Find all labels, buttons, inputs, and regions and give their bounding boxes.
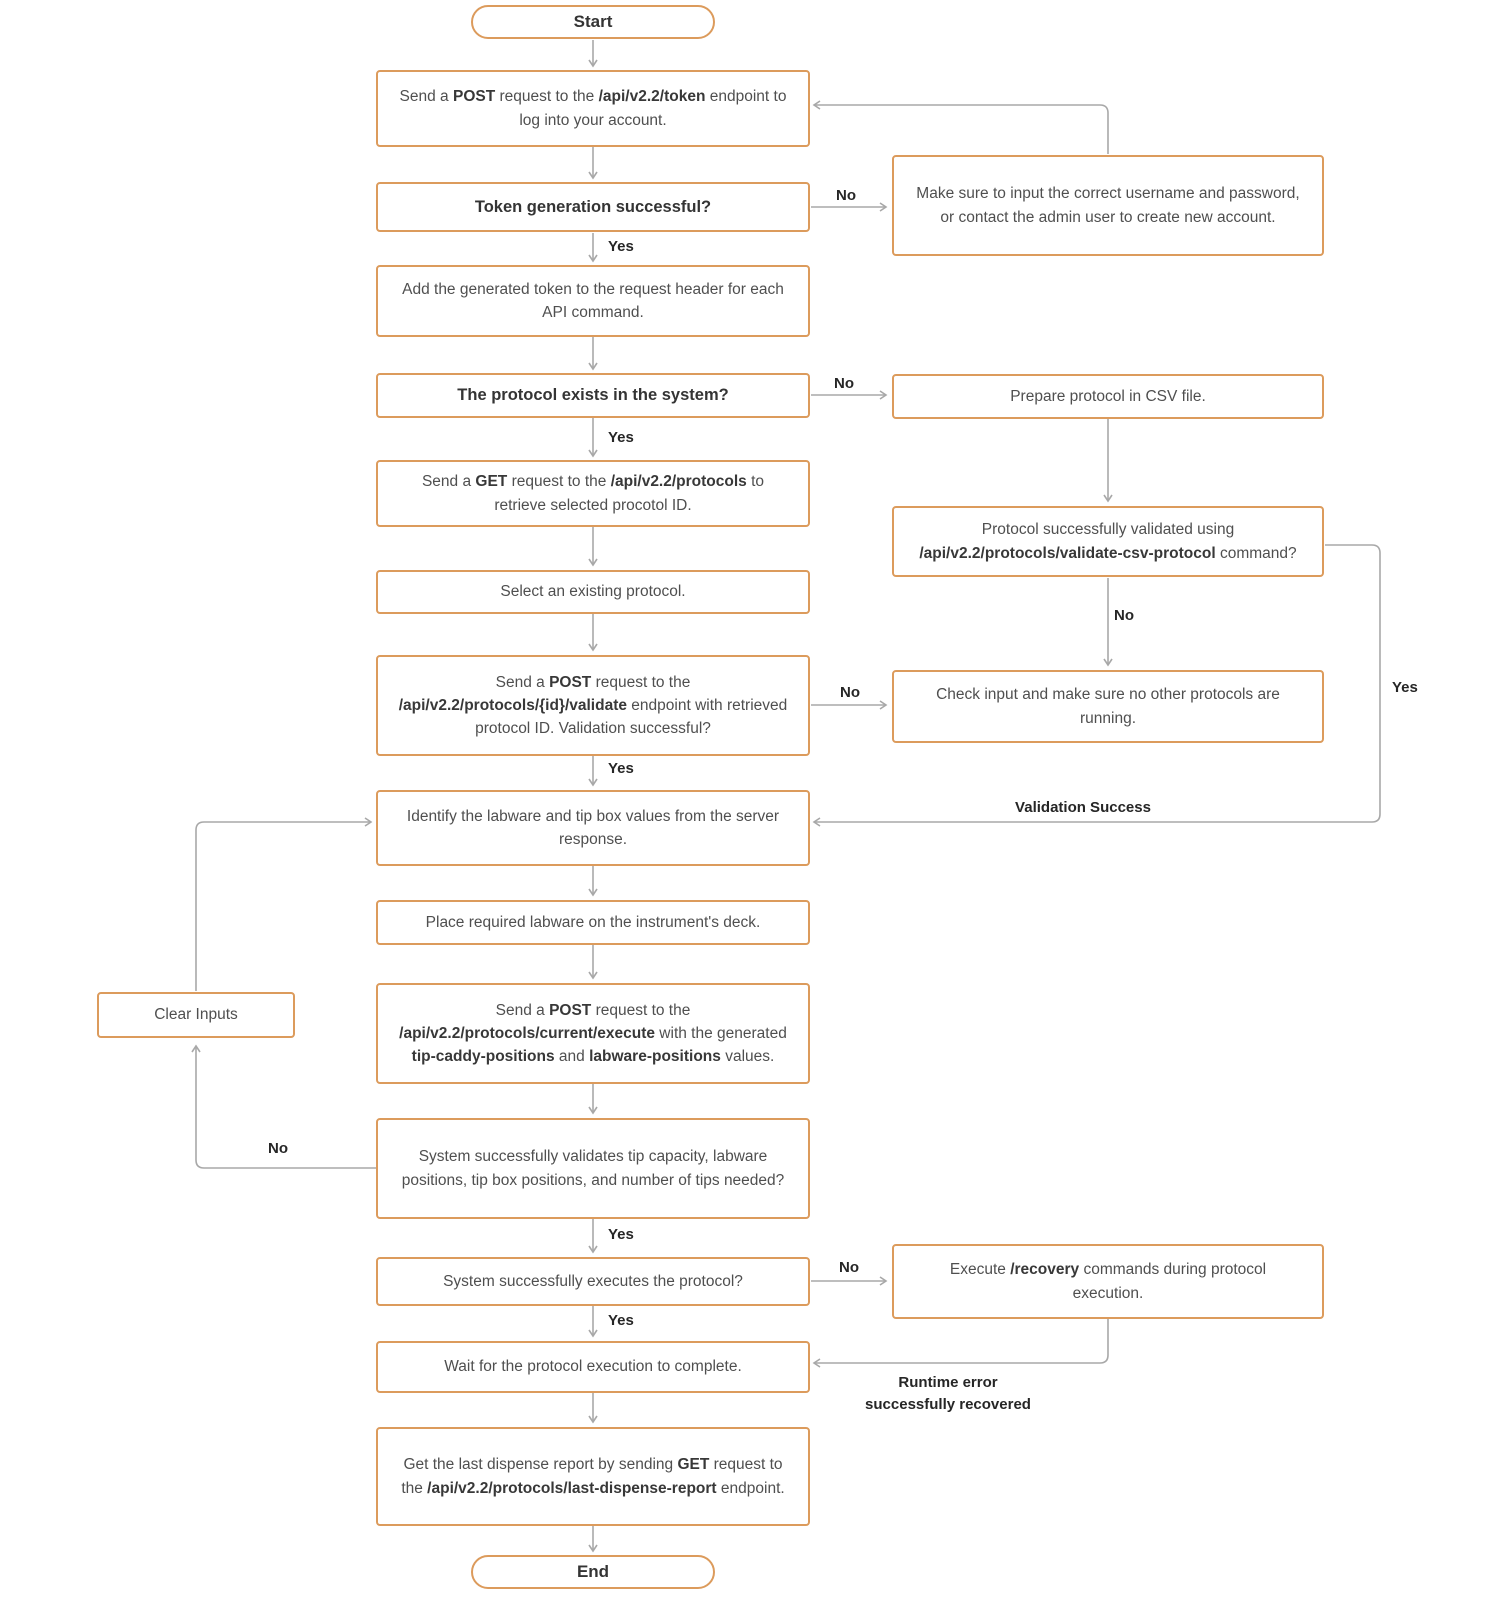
- step-fix-credentials-text: Make sure to input the correct username …: [916, 185, 1300, 226]
- step-get-dispense-report-text: Get the last dispense report by sending …: [401, 1456, 785, 1497]
- step-get-dispense-report: Get the last dispense report by sending …: [376, 1427, 810, 1526]
- edge-sys-validates-no: [191, 1044, 376, 1169]
- decision-system-validates: System successfully validates tip capaci…: [376, 1118, 810, 1219]
- edge-label-token-no: No: [836, 187, 856, 204]
- decision-protocol-exists: The protocol exists in the system?: [376, 373, 810, 418]
- decision-csv-validated-text: Protocol successfully validated using /a…: [919, 521, 1297, 562]
- terminal-start: Start: [471, 5, 715, 39]
- step-identify-labware-text: Identify the labware and tip box values …: [406, 807, 780, 848]
- edge-csv-q-yes-validation-success: [812, 544, 1381, 827]
- step-send-post-token-text: Send a POST request to the /api/v2.2/tok…: [399, 88, 787, 129]
- decision-csv-validated: Protocol successfully validated using /a…: [892, 506, 1324, 577]
- terminal-start-label: Start: [573, 12, 613, 32]
- terminal-end-label: End: [576, 1562, 610, 1582]
- decision-post-validate-text: Send a POST request to the /api/v2.2/pro…: [398, 673, 788, 738]
- edge-label-sysexec-no: No: [839, 1259, 859, 1276]
- step-prepare-csv: Prepare protocol in CSV file.: [892, 374, 1324, 419]
- edge-fix-credentials-loop: [812, 100, 1109, 154]
- decision-token-success: Token generation successful?: [376, 182, 810, 232]
- edge-label-exists-no: No: [834, 375, 854, 392]
- decision-system-executes-text: System successfully executes the protoco…: [443, 1272, 743, 1290]
- decision-system-executes: System successfully executes the protoco…: [376, 1257, 810, 1306]
- decision-system-validates-text: System successfully validates tip capaci…: [401, 1148, 785, 1189]
- edge-label-csv-yes: Yes: [1392, 679, 1418, 696]
- edge-label-validate-yes: Yes: [608, 760, 634, 777]
- edge-label-sysval-no: No: [268, 1140, 288, 1157]
- step-get-protocols: Send a GET request to the /api/v2.2/prot…: [376, 460, 810, 527]
- edge-label-runtime-recovered: Runtime error successfully recovered: [865, 1374, 1031, 1413]
- step-send-post-token: Send a POST request to the /api/v2.2/tok…: [376, 70, 810, 147]
- edge-label-validate-no: No: [840, 684, 860, 701]
- edge-clear-inputs-to-identify: [195, 817, 373, 991]
- step-clear-inputs-text: Clear Inputs: [154, 1006, 238, 1024]
- step-fix-credentials: Make sure to input the correct username …: [892, 155, 1324, 256]
- step-wait-complete: Wait for the protocol execution to compl…: [376, 1341, 810, 1393]
- step-place-labware-text: Place required labware on the instrument…: [425, 913, 761, 931]
- step-select-protocol-text: Select an existing protocol.: [500, 583, 686, 601]
- step-prepare-csv-text: Prepare protocol in CSV file.: [1010, 387, 1206, 405]
- step-add-token-header: Add the generated token to the request h…: [376, 265, 810, 337]
- edge-label-exists-yes: Yes: [608, 429, 634, 446]
- decision-token-success-text: Token generation successful?: [474, 197, 712, 216]
- step-place-labware: Place required labware on the instrument…: [376, 900, 810, 945]
- decision-post-validate: Send a POST request to the /api/v2.2/pro…: [376, 655, 810, 756]
- edge-label-token-yes: Yes: [608, 238, 634, 255]
- step-get-protocols-text: Send a GET request to the /api/v2.2/prot…: [421, 473, 765, 514]
- edge-recovery-to-wait: [812, 1319, 1109, 1368]
- step-check-input: Check input and make sure no other proto…: [892, 670, 1324, 743]
- step-add-token-header-text: Add the generated token to the request h…: [402, 280, 784, 321]
- step-identify-labware: Identify the labware and tip box values …: [376, 790, 810, 866]
- step-execute-recovery: Execute /recovery commands during protoc…: [892, 1244, 1324, 1319]
- step-clear-inputs: Clear Inputs: [97, 992, 295, 1038]
- step-post-execute: Send a POST request to the /api/v2.2/pro…: [376, 983, 810, 1084]
- edge-label-sysval-yes: Yes: [608, 1226, 634, 1243]
- step-check-input-text: Check input and make sure no other proto…: [936, 686, 1280, 727]
- terminal-end: End: [471, 1555, 715, 1589]
- step-wait-complete-text: Wait for the protocol execution to compl…: [444, 1358, 742, 1376]
- edge-label-sysexec-yes: Yes: [608, 1312, 634, 1329]
- edge-label-validation-success: Validation Success: [1015, 799, 1151, 816]
- step-post-execute-text: Send a POST request to the /api/v2.2/pro…: [399, 1001, 787, 1066]
- step-execute-recovery-text: Execute /recovery commands during protoc…: [949, 1261, 1267, 1302]
- step-select-protocol: Select an existing protocol.: [376, 570, 810, 614]
- edge-label-csv-no: No: [1114, 607, 1134, 624]
- decision-protocol-exists-text: The protocol exists in the system?: [457, 386, 729, 405]
